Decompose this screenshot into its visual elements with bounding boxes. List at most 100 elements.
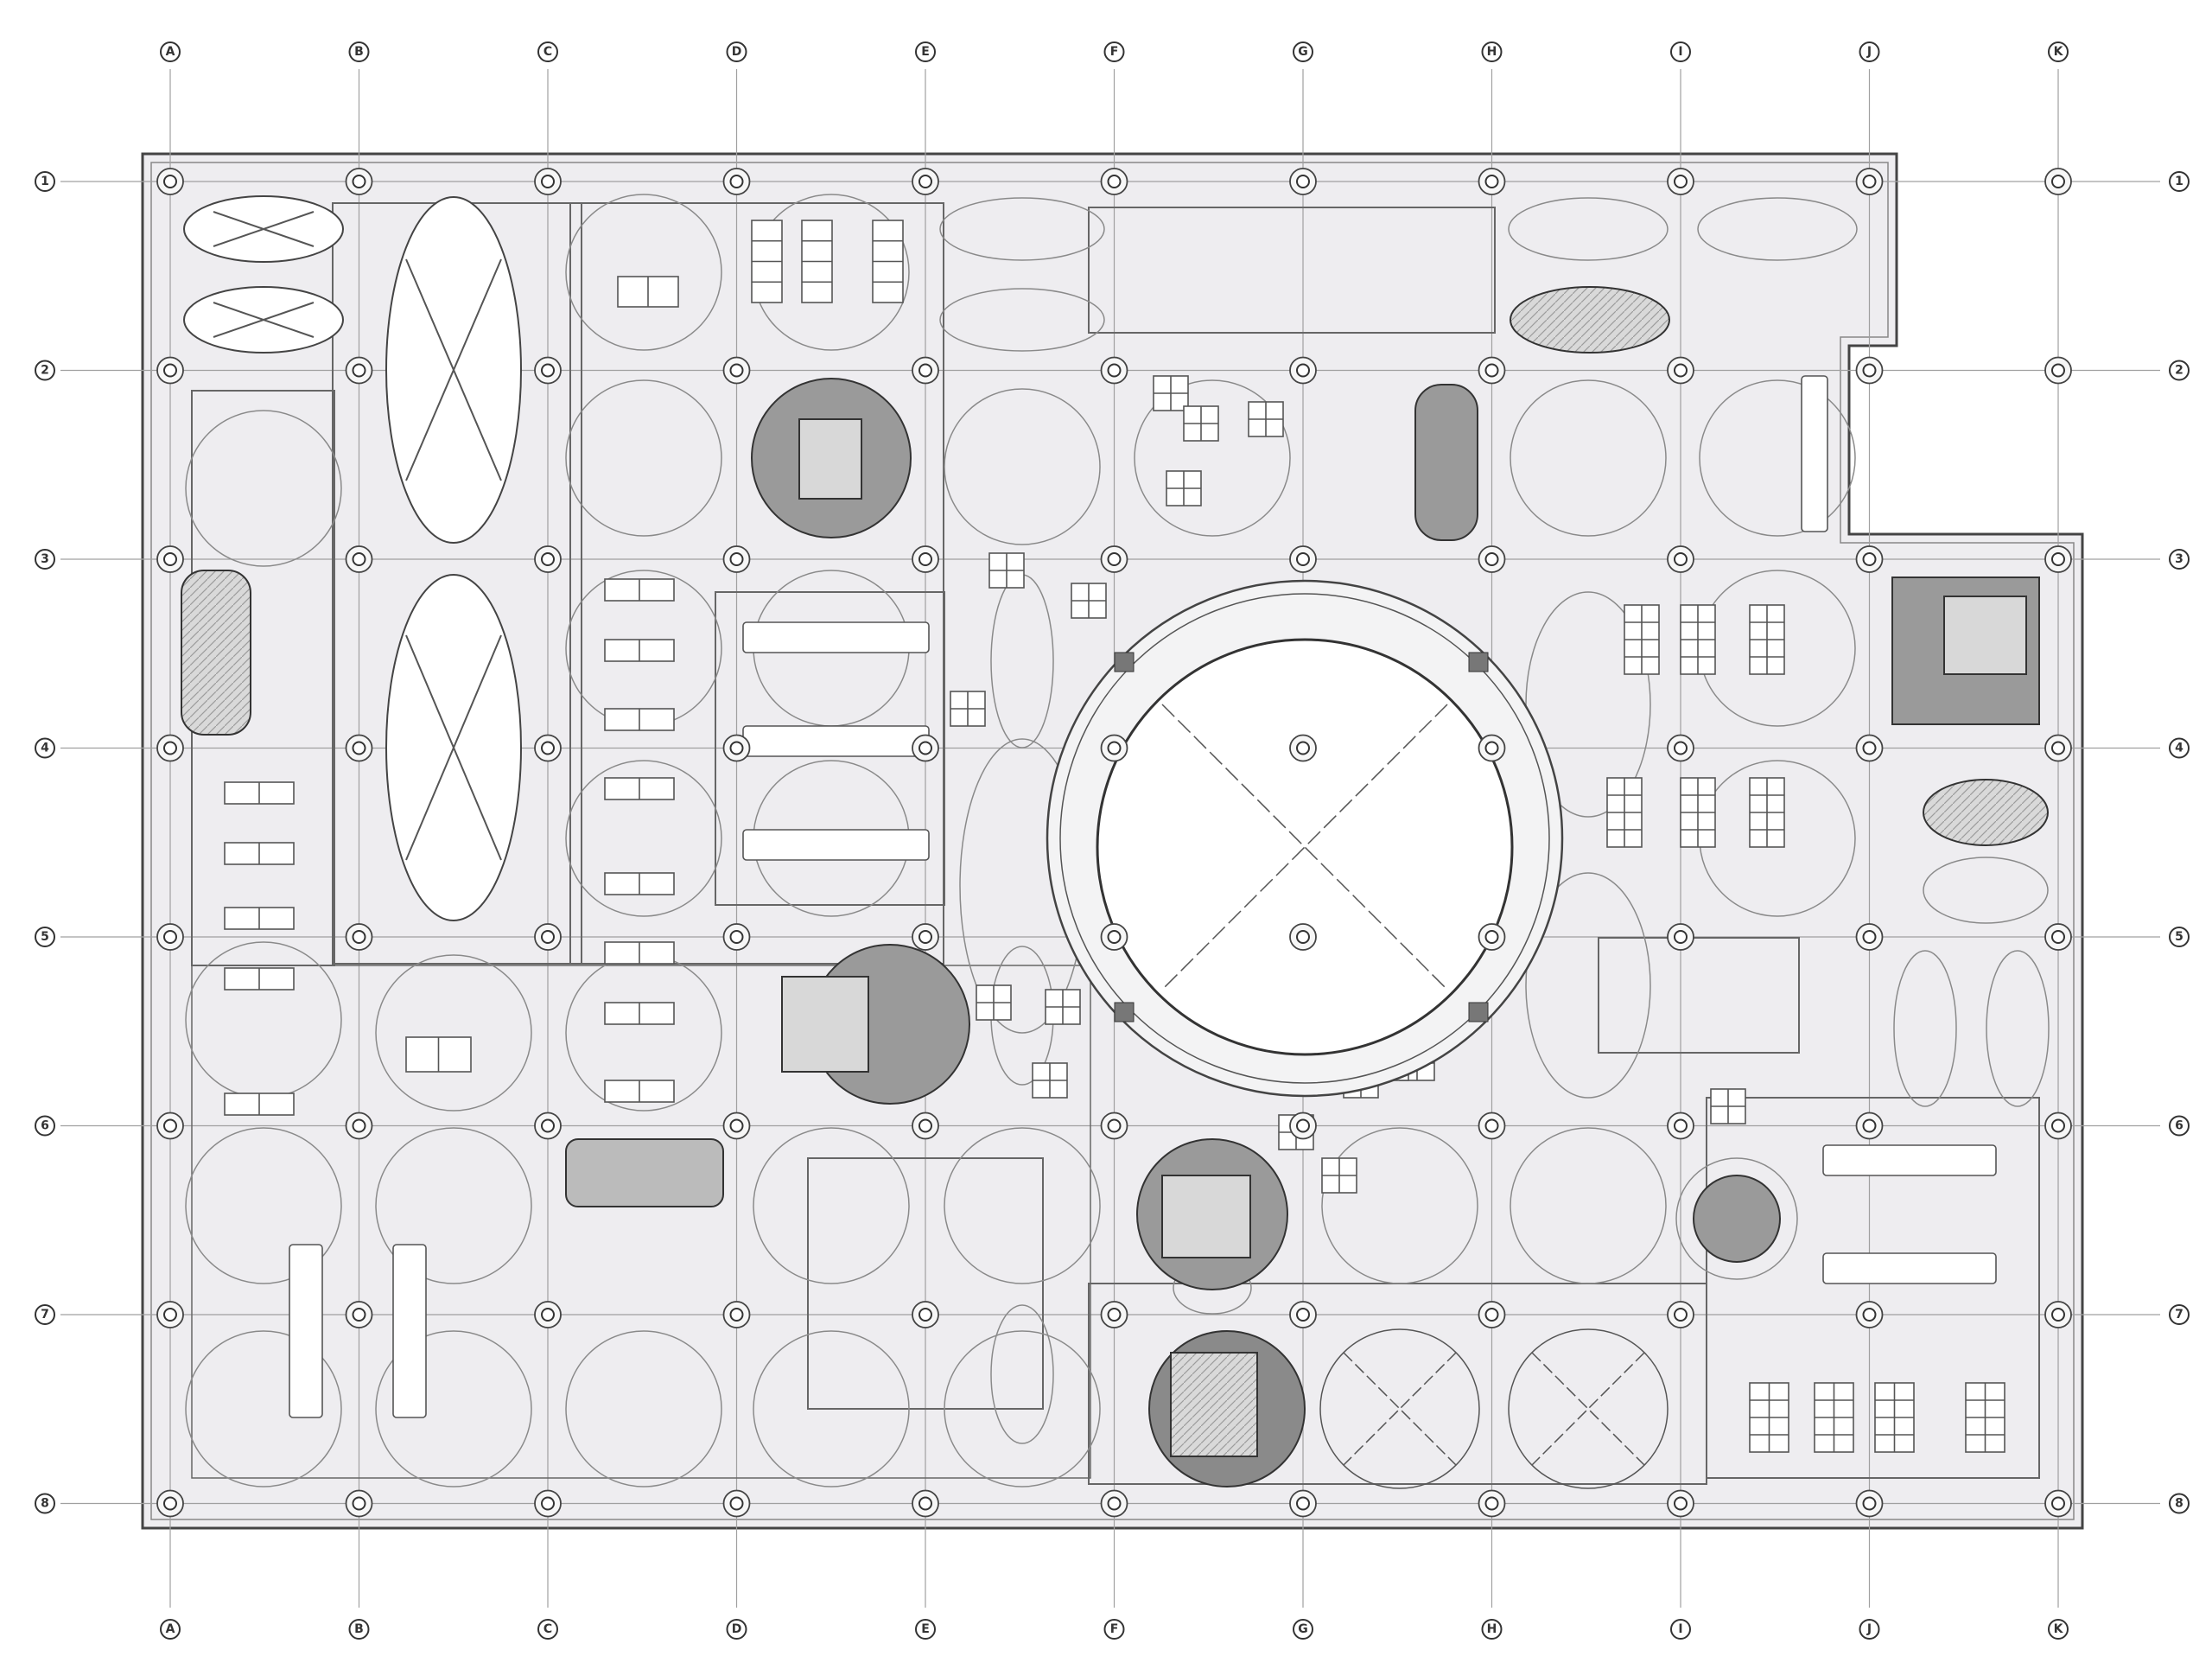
- column-marker: [1667, 1489, 1694, 1518]
- desk-cluster: [1680, 777, 1716, 848]
- grid-bubble-right: 1: [2169, 171, 2190, 192]
- circular-zone: [944, 388, 1101, 545]
- conference-table: [392, 1244, 427, 1418]
- desk-clusters: [224, 220, 2005, 1453]
- column-marker: [2044, 1489, 2072, 1518]
- svg-text:2: 2: [2175, 364, 2183, 378]
- column-marker: [1100, 1301, 1128, 1328]
- column-marker: [345, 1301, 373, 1328]
- column-marker: [722, 734, 751, 762]
- column-marker: [722, 1489, 751, 1518]
- north-west-room: [569, 202, 944, 965]
- column-marker: [534, 356, 562, 385]
- grid-bubble-top: C: [537, 41, 558, 62]
- svg-text:5: 5: [2175, 930, 2183, 944]
- desk-cluster: [1710, 1088, 1746, 1124]
- desk-cluster: [1166, 470, 1202, 506]
- desk-cluster: [1814, 1382, 1854, 1453]
- column-marker: [345, 923, 373, 951]
- circular-zone: [565, 760, 722, 917]
- desk-cluster: [1071, 583, 1107, 619]
- desk-cluster: [604, 1002, 675, 1025]
- column-marker: [722, 545, 751, 573]
- desk-cluster: [751, 220, 783, 303]
- svg-text:1: 1: [2175, 175, 2183, 188]
- column-marker: [722, 1301, 751, 1328]
- column-marker: [534, 923, 562, 951]
- column-marker: [345, 1489, 373, 1518]
- grid-bubble-bottom: K: [2048, 1619, 2069, 1640]
- desk-cluster: [604, 777, 675, 800]
- circular-zone: [944, 1330, 1101, 1487]
- column-marker: [1667, 734, 1694, 762]
- desk-cluster: [1248, 401, 1284, 437]
- desk-cluster: [976, 984, 1012, 1021]
- grid-bubble-top: A: [160, 41, 181, 62]
- desk-cluster: [604, 941, 675, 965]
- bench-room: [715, 591, 945, 906]
- south-east-room: [1706, 1097, 2040, 1479]
- grid-bubble-right: 5: [2169, 927, 2190, 947]
- conference-table: [1801, 375, 1828, 532]
- column-marker: [1100, 356, 1128, 385]
- column-marker: [2044, 1112, 2072, 1140]
- grid-bubble-left: 7: [35, 1304, 55, 1325]
- svg-text:B: B: [354, 1622, 364, 1636]
- desk-cluster: [617, 276, 679, 308]
- svg-text:G: G: [1298, 1622, 1308, 1636]
- svg-text:E: E: [921, 45, 930, 59]
- column-marker: [912, 923, 939, 951]
- column-marker: [1289, 168, 1317, 195]
- conference-table: [1822, 1144, 1997, 1176]
- grid-bubble-right: 7: [2169, 1304, 2190, 1325]
- conference-table: [742, 725, 930, 757]
- column-marker: [912, 1489, 939, 1518]
- circular-zone: [565, 1330, 722, 1487]
- column-marker: [156, 1301, 184, 1328]
- column-marker: [345, 168, 373, 195]
- oval-zone: [939, 197, 1105, 261]
- desk-cluster: [950, 691, 986, 727]
- svg-text:E: E: [921, 1622, 930, 1636]
- grid-bubble-top: D: [726, 41, 747, 62]
- svg-text:I: I: [1678, 45, 1682, 59]
- desk-cluster: [604, 639, 675, 662]
- column-marker: [1667, 545, 1694, 573]
- svg-text:7: 7: [41, 1308, 49, 1322]
- grid-bubble-bottom: J: [1859, 1619, 1880, 1640]
- svg-text:2: 2: [41, 364, 49, 378]
- desk-cluster: [224, 967, 295, 991]
- column-marker: [156, 923, 184, 951]
- desk-cluster: [604, 1080, 675, 1103]
- restroom-pod: [565, 1138, 724, 1207]
- column-marker: [1100, 1112, 1128, 1140]
- grid-bubble-top: I: [1670, 41, 1691, 62]
- svg-text:H: H: [1487, 1622, 1497, 1636]
- desk-cluster: [1965, 1382, 2005, 1453]
- column-marker: [1478, 923, 1506, 951]
- column-marker: [2044, 545, 2072, 573]
- column-marker: [912, 1301, 939, 1328]
- desk-cluster: [1606, 777, 1643, 848]
- column-marker: [1289, 1112, 1317, 1140]
- column-marker: [1478, 545, 1506, 573]
- column-marker: [534, 1112, 562, 1140]
- x-voids: [1319, 1328, 1669, 1489]
- grid-bubble-bottom: D: [726, 1619, 747, 1640]
- desk-cluster: [1045, 989, 1081, 1025]
- column-marker: [156, 168, 184, 195]
- column-markers: [156, 168, 2072, 1518]
- circular-zone: [185, 1127, 342, 1284]
- svg-text:B: B: [354, 45, 364, 59]
- oval-zone: [939, 288, 1105, 352]
- column-marker: [1289, 1301, 1317, 1328]
- column-marker: [722, 168, 751, 195]
- column-marker: [1478, 168, 1506, 195]
- column-marker: [1667, 356, 1694, 385]
- circular-zone: [375, 954, 532, 1112]
- conference-table: [742, 621, 930, 653]
- desk-cluster: [224, 842, 295, 865]
- column-marker: [722, 1112, 751, 1140]
- grid-bubble-bottom: B: [348, 1619, 370, 1640]
- desk-cluster: [224, 1092, 295, 1116]
